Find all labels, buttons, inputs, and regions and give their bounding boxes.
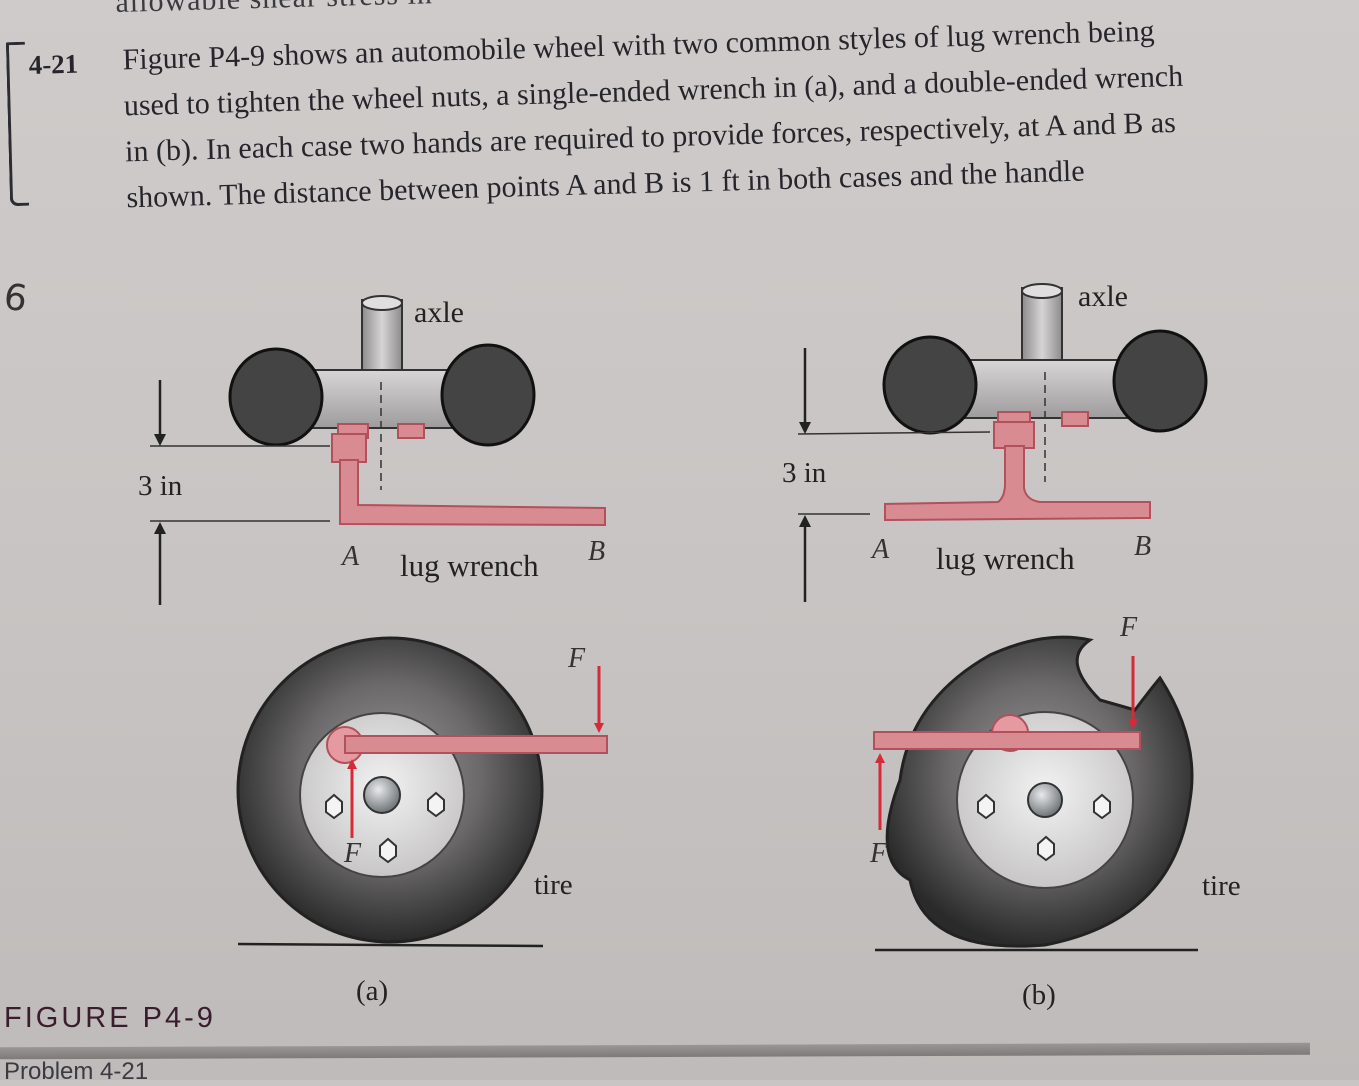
panel-b-top-view: axle 3 in A B lug wrench — [782, 280, 1208, 602]
panel-b-label: (b) — [1022, 979, 1056, 1011]
panel-a-point-a: A — [340, 541, 360, 572]
single-ended-lug-wrench — [339, 459, 606, 527]
hub-cap-icon — [1027, 782, 1063, 818]
panel-a-force-top: F — [567, 643, 586, 674]
panel-b-wrench-label: lug wrench — [936, 541, 1075, 576]
panel-a-front-view: F F tire (a) — [236, 636, 608, 1007]
panel-b-dimension-label: 3 in — [782, 457, 827, 489]
panel-b-force-top: F — [1119, 612, 1138, 643]
hub-cap-icon — [363, 776, 401, 814]
problem-reference: Problem 4-21 — [4, 1058, 149, 1085]
panel-a-axle-label: axle — [414, 296, 464, 329]
panel-a: axle 3 in A B lug wrench F F — [138, 295, 608, 1007]
tire-section-right — [440, 343, 536, 447]
ground-line — [237, 942, 544, 948]
tire-section-left — [228, 347, 324, 447]
panel-b-point-a: A — [870, 534, 890, 565]
panel-a-dimension-label: 3 in — [138, 470, 183, 502]
panel-a-tire-label: tire — [534, 869, 573, 901]
tire-section-right — [1112, 329, 1208, 433]
panel-a-top-view: axle 3 in A B lug wrench — [138, 295, 606, 605]
wheel-nut-right — [397, 423, 425, 439]
double-ended-lug-wrench — [884, 445, 1151, 522]
axle-end-icon — [1021, 283, 1063, 299]
figure-caption: FIGURE P4-9 — [4, 1002, 216, 1034]
wrench-handle-front — [873, 731, 1141, 750]
panel-a-wrench-label: lug wrench — [400, 548, 539, 583]
axle-shaft — [361, 299, 403, 376]
wheel-nut-right — [1061, 411, 1089, 427]
axle-shaft — [1021, 287, 1063, 367]
panel-a-point-b: B — [588, 536, 605, 567]
lug-nut-icon — [427, 791, 445, 818]
axle-end-icon — [361, 295, 403, 311]
panel-b: axle 3 in A B lug wrench F F — [782, 280, 1241, 1011]
panel-b-force-bottom: F — [869, 838, 888, 869]
lug-nut-icon — [1037, 835, 1055, 862]
lug-nut-icon — [379, 837, 397, 864]
wrench-handle-front — [344, 735, 608, 754]
tire-section-left — [882, 335, 978, 435]
lug-nut-icon — [977, 793, 995, 820]
panel-b-point-b: B — [1134, 531, 1151, 562]
dim-line-top — [797, 431, 991, 435]
panel-b-front-view: F F tire (b) — [869, 612, 1241, 1011]
panel-a-label: (a) — [356, 975, 388, 1007]
lug-nut-icon — [1093, 793, 1111, 820]
panel-a-force-bottom: F — [343, 838, 362, 869]
panel-b-tire-label: tire — [1202, 870, 1241, 902]
panel-b-axle-label: axle — [1078, 280, 1128, 313]
wrench-socket — [993, 421, 1035, 449]
lug-nut-icon — [325, 793, 343, 820]
wrench-socket — [331, 433, 367, 463]
